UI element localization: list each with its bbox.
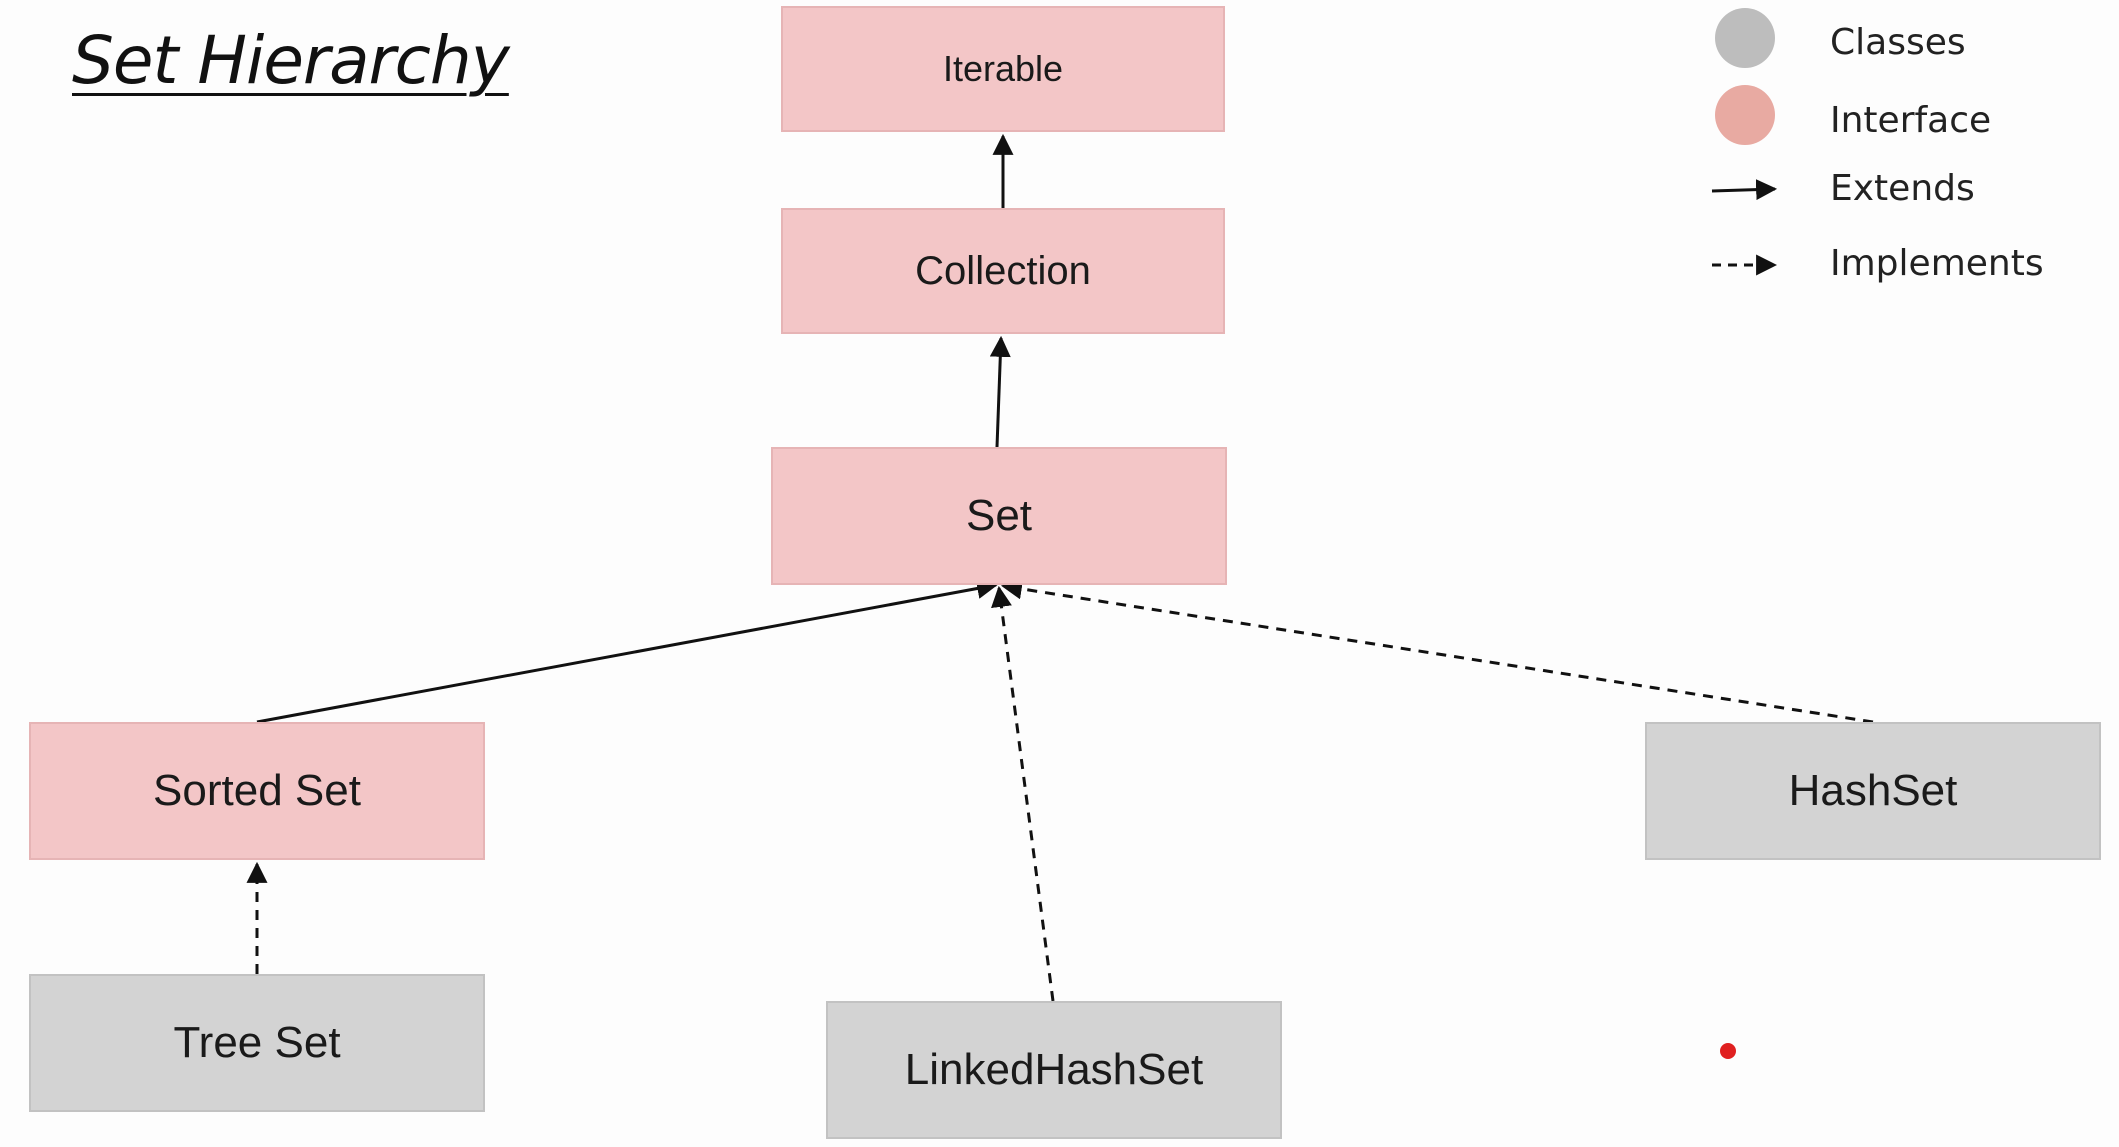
node-linked-hash-set: LinkedHashSet xyxy=(826,1001,1282,1139)
node-tree-set: Tree Set xyxy=(29,974,485,1112)
node-hashset: HashSet xyxy=(1645,722,2101,860)
edge-set-extends-collection xyxy=(989,335,1011,448)
node-set: Set xyxy=(771,447,1227,585)
legend-extends-arrow xyxy=(1711,179,1778,201)
legend-implements-label: Implements xyxy=(1830,243,2044,284)
legend-interface-swatch xyxy=(1715,85,1775,145)
pointer-dot xyxy=(1720,1043,1736,1059)
node-collection: Collection xyxy=(781,208,1225,334)
edge-linkedhashset-implements-set xyxy=(991,585,1055,1002)
legend-classes-swatch xyxy=(1715,8,1775,68)
legend-classes-label: Classes xyxy=(1830,22,1966,63)
node-iterable: Iterable xyxy=(781,6,1225,132)
node-sorted-set: Sorted Set xyxy=(29,722,485,860)
edge-hashset-implements-set xyxy=(1000,578,1874,724)
legend-extends-label: Extends xyxy=(1830,168,1975,209)
edge-sorted-set-extends-set xyxy=(256,578,999,724)
legend-interface-label: Interface xyxy=(1830,100,1992,141)
page-title: Set Hierarchy xyxy=(72,22,510,99)
